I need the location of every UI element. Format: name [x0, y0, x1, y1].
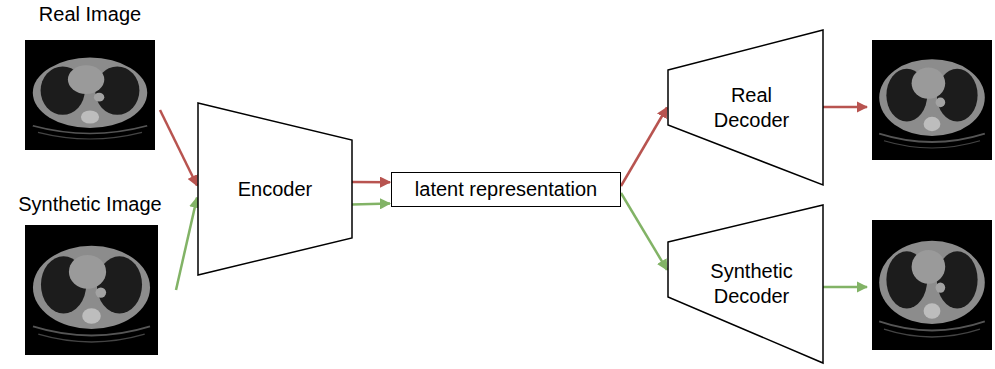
block-label: Real Decoder	[690, 83, 802, 133]
flow-arrow	[352, 181, 390, 184]
output-arrow	[823, 106, 867, 109]
flow-arrow	[352, 202, 390, 205]
decoder-block: Real Decoder	[668, 30, 823, 185]
trapezoid	[198, 103, 352, 275]
trapezoid	[668, 205, 823, 363]
flow-arrow	[621, 108, 667, 187]
output-arrow	[823, 286, 867, 289]
image-title: Real Image	[39, 2, 141, 27]
trapezoid-outline	[668, 30, 823, 185]
synthetic-output-image	[872, 220, 992, 350]
image-title: Synthetic Image	[18, 192, 161, 217]
block-label: latent representation	[415, 177, 597, 202]
trapezoid	[668, 30, 823, 185]
image-node: Real Image	[20, 2, 160, 152]
block-label: Encoder	[215, 177, 335, 202]
latent-box: latent representation	[391, 172, 621, 207]
real-output-image	[872, 40, 992, 160]
encoder-block: Encoder	[198, 103, 352, 275]
trapezoid-outline	[668, 205, 823, 363]
flow-arrow	[160, 110, 197, 186]
block-label: Synthetic Decoder	[685, 259, 807, 309]
flow-arrow	[621, 193, 667, 270]
real-ct-image	[25, 40, 155, 150]
image-node: Synthetic Image	[4, 192, 176, 358]
decoder-block: Synthetic Decoder	[668, 205, 823, 363]
flow-arrow	[176, 198, 197, 290]
synthetic-ct-image	[25, 225, 158, 355]
